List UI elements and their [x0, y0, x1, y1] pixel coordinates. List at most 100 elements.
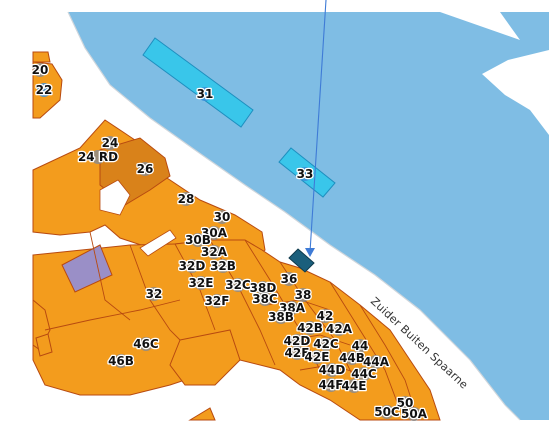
- address-dot: [37, 83, 51, 97]
- address-dot: [398, 396, 412, 410]
- address-dot: [147, 287, 161, 301]
- address-dot: [369, 355, 383, 369]
- address-dot: [139, 337, 153, 351]
- address-dot: [282, 272, 296, 286]
- address-dot: [194, 276, 208, 290]
- address-dot: [215, 210, 229, 224]
- address-dot: [33, 63, 47, 77]
- address-label[interactable]: 44F: [317, 377, 345, 394]
- address-label[interactable]: 44: [350, 338, 369, 355]
- address-label[interactable]: 28: [176, 191, 195, 208]
- address-label[interactable]: 24: [100, 135, 119, 152]
- address-label[interactable]: 22: [34, 82, 53, 99]
- address-dot: [198, 87, 212, 101]
- building-main[interactable]: [32, 239, 441, 421]
- address-dot: [310, 350, 324, 364]
- address-label[interactable]: 42F: [283, 345, 311, 362]
- address-label[interactable]: 33: [295, 166, 314, 183]
- address-dot: [216, 259, 230, 273]
- address-dot: [138, 162, 152, 176]
- address-label[interactable]: 32C: [224, 277, 252, 294]
- address-label[interactable]: 30A: [200, 225, 229, 242]
- address-dot: [179, 192, 193, 206]
- address-dot: [296, 288, 310, 302]
- address-label[interactable]: 30: [212, 209, 231, 226]
- address-label[interactable]: 20: [30, 62, 49, 79]
- address-label[interactable]: 42A: [325, 321, 354, 338]
- address-dot: [325, 363, 339, 377]
- address-dot: [303, 321, 317, 335]
- land-corner: [440, 12, 520, 40]
- address-dot: [345, 351, 359, 365]
- address-label[interactable]: 32D: [177, 258, 206, 275]
- address-label[interactable]: 32: [144, 286, 163, 303]
- address-dot: [347, 379, 361, 393]
- address-dot: [298, 167, 312, 181]
- address-dot: [319, 337, 333, 351]
- address-label[interactable]: 42C: [312, 336, 340, 353]
- address-dot: [380, 405, 394, 419]
- address-dot: [353, 339, 367, 353]
- building-20-22-upper[interactable]: [32, 51, 51, 63]
- courtyard: [99, 179, 131, 216]
- address-dot: [318, 309, 332, 323]
- building-bottom[interactable]: [169, 329, 241, 386]
- address-dot: [207, 226, 221, 240]
- building-bottom-right[interactable]: [188, 407, 216, 421]
- address-label[interactable]: 44B: [338, 350, 366, 367]
- address-dot: [285, 301, 299, 315]
- address-label[interactable]: 50A: [400, 406, 429, 423]
- address-dot: [210, 294, 224, 308]
- address-label[interactable]: 32E: [187, 275, 215, 292]
- address-label[interactable]: 38D: [248, 280, 277, 297]
- passage: [139, 229, 177, 257]
- address-label[interactable]: 32F: [203, 293, 231, 310]
- address-label[interactable]: 30B: [184, 232, 212, 249]
- address-label[interactable]: 32A: [200, 244, 229, 261]
- land-promontory: [482, 50, 549, 135]
- address-label[interactable]: 50: [395, 395, 414, 412]
- address-label[interactable]: 38: [293, 287, 312, 304]
- address-label[interactable]: 38C: [251, 291, 279, 308]
- address-label[interactable]: 31: [195, 86, 214, 103]
- address-label[interactable]: 50C: [373, 404, 401, 421]
- address-dot: [231, 278, 245, 292]
- address-label[interactable]: 42D: [282, 333, 311, 350]
- address-dot: [114, 354, 128, 368]
- address-dot: [91, 150, 105, 164]
- address-label[interactable]: 26: [135, 161, 154, 178]
- address-label[interactable]: 44C: [350, 366, 378, 383]
- address-label[interactable]: 42E: [303, 349, 331, 366]
- address-dot: [290, 346, 304, 360]
- mooring-31[interactable]: [142, 37, 254, 128]
- address-label[interactable]: 44D: [317, 362, 346, 379]
- address-dot: [407, 407, 421, 421]
- address-dot: [258, 292, 272, 306]
- address-dot: [185, 259, 199, 273]
- address-label[interactable]: 44E: [340, 378, 368, 395]
- address-dot: [256, 281, 270, 295]
- address-label[interactable]: 44A: [362, 354, 391, 371]
- pointer-arrowhead: [305, 248, 315, 257]
- address-label[interactable]: 42B: [296, 320, 324, 337]
- pointer-line: [309, 0, 327, 253]
- address-dot: [324, 378, 338, 392]
- address-label[interactable]: 46C: [132, 336, 160, 353]
- address-dot: [103, 136, 117, 150]
- address-label[interactable]: 46B: [107, 353, 135, 370]
- building-purple[interactable]: [61, 244, 113, 293]
- building-small-left[interactable]: [35, 333, 53, 357]
- quay-marker[interactable]: [288, 248, 315, 273]
- address-dot: [274, 310, 288, 324]
- address-label[interactable]: 42: [315, 308, 334, 325]
- address-dot: [191, 233, 205, 247]
- address-label[interactable]: 36: [279, 271, 298, 288]
- address-dot: [332, 322, 346, 336]
- quay-edge: [67, 11, 521, 421]
- address-label[interactable]: 32B: [209, 258, 237, 275]
- address-label[interactable]: 24 RD: [77, 149, 120, 166]
- address-dot: [207, 245, 221, 259]
- address-label[interactable]: 38B: [267, 309, 295, 326]
